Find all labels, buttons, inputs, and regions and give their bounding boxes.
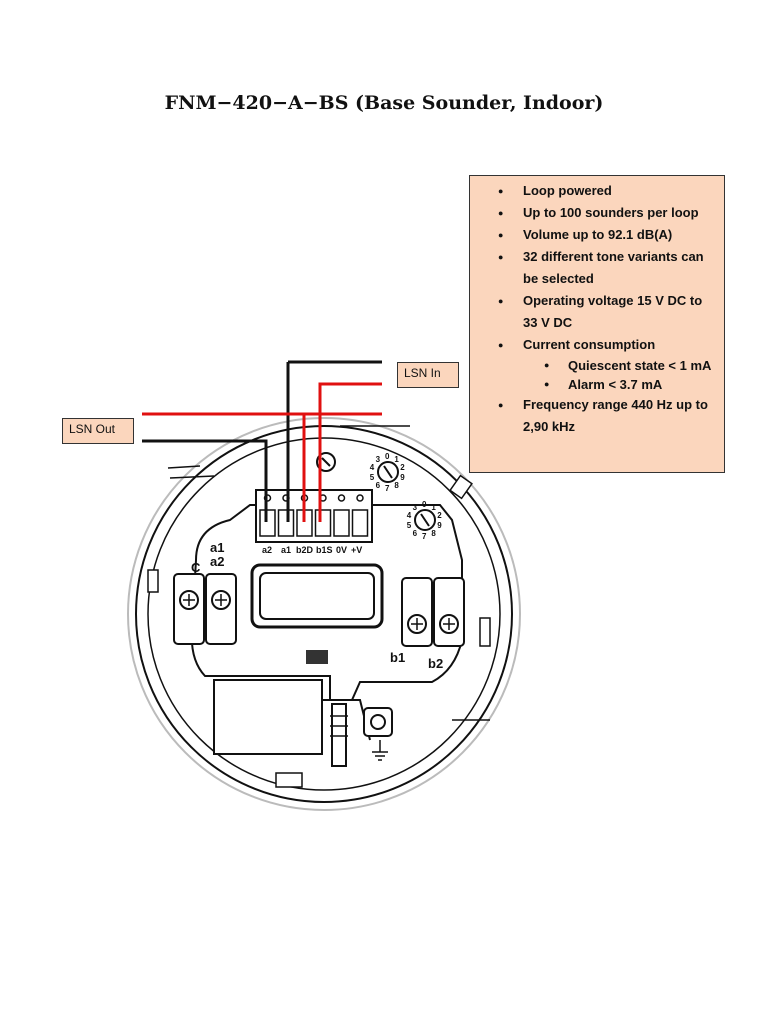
spec-item-frequency: Frequency range 440 Hz up to 2,90 kHz — [478, 394, 716, 438]
ground-screw — [363, 707, 393, 737]
right-screw-terminal-b1 — [401, 577, 433, 647]
terminal-label-a2: a2 — [262, 545, 272, 555]
rotary-switch-digit: 2 — [437, 511, 442, 520]
terminal-block — [351, 509, 369, 537]
board-outline — [190, 504, 463, 701]
rotary-switch-digit: 3 — [413, 503, 418, 512]
terminal-block — [314, 509, 332, 537]
rotary-switch-digit: 2 — [400, 463, 405, 472]
left-terminal-label-c: C — [191, 560, 201, 575]
rotary-switch-digit: 8 — [394, 481, 399, 490]
spec-subitem-alarm: Alarm < 3.7 mA — [478, 375, 716, 394]
rotary-switch-digit: 3 — [376, 455, 381, 464]
left-terminal-label-a2: a2 — [210, 554, 224, 569]
spec-item-sounders: Up to 100 sounders per loop — [478, 202, 716, 224]
rotary-switch-digit: 5 — [370, 473, 375, 482]
terminal-hole — [337, 494, 346, 502]
terminal-block — [277, 509, 295, 537]
left-screw-terminal-a — [205, 573, 237, 645]
center-component — [306, 650, 328, 664]
rotary-switch-digit: 1 — [394, 455, 399, 464]
right-terminal-label-b1: b1 — [390, 650, 405, 665]
outer-ring-faint — [127, 417, 521, 811]
wire-lsn-out-black — [142, 439, 268, 522]
rotary-switch-digit: 8 — [431, 529, 436, 538]
rotary-switch-upper — [377, 461, 399, 483]
rotary-switch-lower — [414, 509, 436, 531]
rim-tab-left — [147, 569, 159, 593]
rotary-switch-digit: 6 — [376, 481, 381, 490]
rim-tab-top-right — [449, 474, 473, 500]
rotary-switch-digit: 6 — [413, 529, 418, 538]
terminal-label-plus-v: +V — [351, 545, 362, 555]
right-terminal-label-b2: b2 — [428, 656, 443, 671]
cable-clamp-ribs — [330, 715, 348, 737]
label-plate — [213, 679, 323, 755]
rotary-switch-digit: 5 — [407, 521, 412, 530]
rotary-switch-digit: 7 — [422, 532, 427, 541]
lsn-in-label: LSN In — [397, 362, 459, 388]
ground-icon — [372, 740, 388, 761]
rotary-switch-digit: 7 — [385, 484, 390, 493]
terminal-label-b2d: b2D — [296, 545, 314, 555]
spec-item-operating-voltage: Operating voltage 15 V DC to 33 V DC — [478, 290, 716, 334]
speaker-slot-inner — [259, 572, 375, 620]
left-terminal-label-a1: a1 — [210, 540, 224, 555]
spec-item-current-label: Current consumption — [523, 337, 656, 352]
terminal-label-a1: a1 — [281, 545, 291, 555]
spec-subitem-quiescent: Quiescent state < 1 mA — [478, 356, 716, 375]
wire-lsn-in-red — [318, 382, 382, 522]
terminal-label-b1s: b1S — [316, 545, 333, 555]
spec-item-current-consumption: Current consumption Quiescent state < 1 … — [478, 334, 716, 394]
terminal-hole — [356, 494, 364, 502]
lsn-out-label: LSN Out — [62, 418, 134, 444]
right-screw-terminal-b2 — [433, 577, 465, 647]
rim-notch-left — [167, 465, 215, 479]
rotary-switch-digit: 0 — [422, 500, 427, 509]
spec-item-tone-variants: 32 different tone variants can be select… — [478, 246, 716, 290]
outer-ring — [135, 425, 513, 803]
rotary-switch-digit: 9 — [437, 521, 442, 530]
rotary-switch-digit: 1 — [431, 503, 436, 512]
spec-item-volume: Volume up to 92.1 dB(A) — [478, 224, 716, 246]
left-screw-terminal-c — [173, 573, 205, 645]
cable-clamp — [331, 703, 347, 767]
terminal-label-0v: 0V — [336, 545, 347, 555]
rim-tab-right — [479, 617, 491, 647]
terminal-block — [333, 509, 350, 537]
rotary-switch-digit: 0 — [385, 452, 390, 461]
rotary-switch-digit: 4 — [370, 463, 375, 472]
inner-ring — [147, 437, 501, 791]
spec-item-loop-powered: Loop powered — [478, 180, 716, 202]
rotary-switch-digit: 4 — [407, 511, 412, 520]
rotary-switch-digit: 9 — [400, 473, 405, 482]
wire-lsn-in-black — [286, 360, 382, 522]
page-title: FNM−420−A−BS (Base Sounder, Indoor) — [164, 92, 604, 114]
rim-tab-bottom — [275, 772, 303, 788]
spec-box: Loop powered Up to 100 sounders per loop… — [469, 175, 725, 473]
